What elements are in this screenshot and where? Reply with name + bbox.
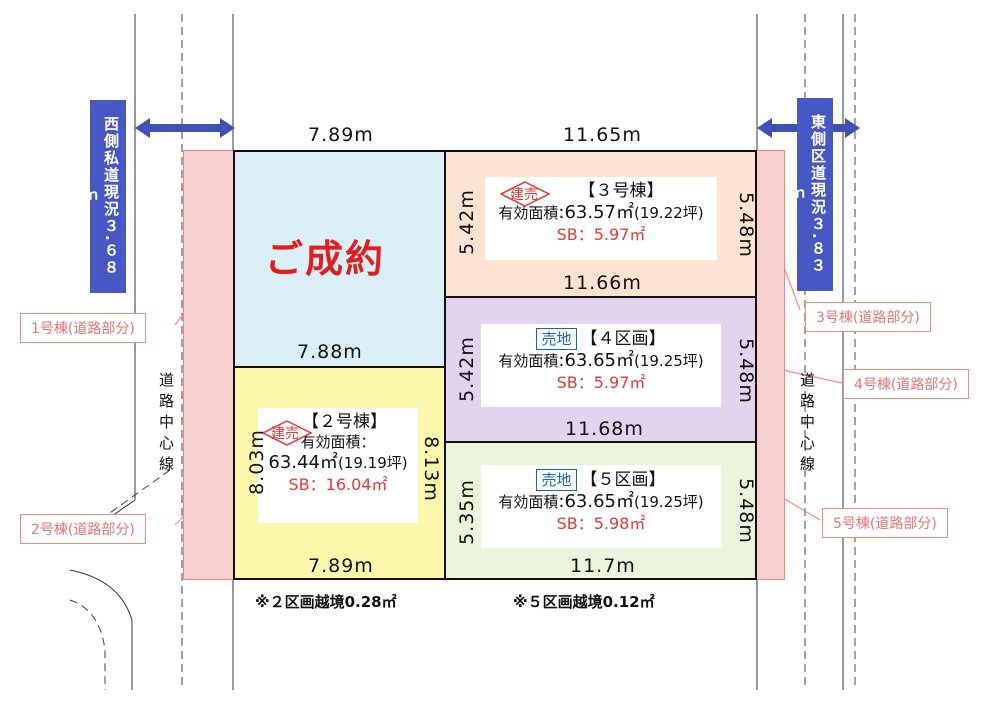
callout-lot1-road: 1号棟(道路部分)	[20, 313, 146, 343]
lot4-area-value: :63.65㎡	[558, 350, 634, 372]
note-lot2-encroachment: ※２区画越境0.28㎡	[255, 593, 397, 611]
lot2-area-tsubo: (19.19坪)	[337, 454, 408, 472]
lot2-badge-diamond	[262, 420, 312, 446]
east-road-label: 東側区道現況３.８３ｍ	[788, 98, 833, 291]
lot3-badge-diamond	[500, 181, 550, 207]
lot1-top-dim: 7.89m	[308, 124, 374, 146]
lot1-bottom-dim: 7.88m	[297, 341, 363, 363]
lot5-card: 売地【５区画】 有効面積:63.65㎡(19.25坪) SB：5.98㎡	[481, 465, 721, 548]
lot4-badge: 売地	[536, 328, 577, 350]
lot2-badge: 建売	[271, 426, 299, 442]
lot3-badge: 建売	[510, 187, 538, 203]
lot3-left-dim: 5.42m	[455, 189, 478, 255]
lot2-right-dim: 8.13m	[419, 436, 442, 502]
lot2-area-label: 有効面積：	[300, 433, 376, 452]
lot5-area-tsubo: (19.25坪)	[633, 493, 704, 512]
lot3-top-dim: 11.65m	[563, 124, 642, 146]
lot3-area-value: :63.57㎡	[558, 202, 634, 224]
lot3-title: 【３号棟】	[578, 181, 664, 201]
lot3-area-label: 有効面積	[498, 204, 559, 223]
lot5-bottom-dim: 11.7m	[570, 555, 636, 577]
callout-lot2-road: 2号棟(道路部分)	[20, 514, 146, 544]
center-line-right: 道路中心線	[798, 372, 816, 477]
callout-lot3-road: 3号棟(道路部分)	[805, 302, 931, 332]
sold-text: ご成約	[265, 237, 386, 281]
lot5-title: 【５区画】	[580, 470, 666, 490]
lot4-right-dim: 5.48m	[734, 338, 757, 404]
lot2-title: 【２号棟】	[302, 412, 387, 432]
lot4-left-dim: 5.42m	[455, 336, 478, 402]
callout-lot4-road: 4号棟(道路部分)	[843, 369, 969, 399]
lot3-area-tsubo: (19.22坪)	[633, 204, 704, 223]
center-line-left: 道路中心線	[157, 372, 175, 477]
lot5-left-dim: 5.35m	[455, 479, 478, 545]
lot5-right-dim: 5.48m	[734, 478, 757, 544]
callout-lot5-road: 5号棟(道路部分)	[822, 508, 948, 538]
lot3-bottom-dim: 11.66m	[563, 272, 642, 294]
lot4-title: 【４区画】	[580, 329, 666, 349]
lot4-area-label: 有効面積	[498, 352, 559, 371]
lot3-right-dim: 5.48m	[734, 192, 757, 258]
lot5-area-value: :63.65㎡	[558, 491, 634, 513]
lot4-card: 売地【４区画】 有効面積:63.65㎡(19.25坪) SB：5.97㎡	[481, 324, 721, 407]
road-part-east	[756, 150, 785, 580]
lot2-area-value: 63.44㎡	[268, 452, 338, 473]
lot5-area-label: 有効面積	[498, 493, 559, 512]
lot4-bottom-dim: 11.68m	[565, 418, 644, 440]
road-part-west	[183, 150, 234, 580]
lot2-sb: SB：16.04㎡	[288, 474, 388, 494]
lot3-sb: SB：5.97㎡	[556, 224, 646, 244]
lot5-badge: 売地	[536, 469, 577, 491]
lot2-left-dim: 8.03m	[245, 429, 268, 495]
note-lot5-encroachment: ※５区画越境0.12㎡	[513, 593, 655, 611]
lot4-sb: SB：5.97㎡	[556, 372, 646, 392]
lot2-bottom-dim: 7.89m	[308, 555, 374, 577]
lot5-sb: SB：5.98㎡	[556, 513, 646, 533]
west-road-label: 西側私道現況３.６８ｍ	[81, 100, 126, 293]
lot4-area-tsubo: (19.25坪)	[633, 352, 704, 371]
